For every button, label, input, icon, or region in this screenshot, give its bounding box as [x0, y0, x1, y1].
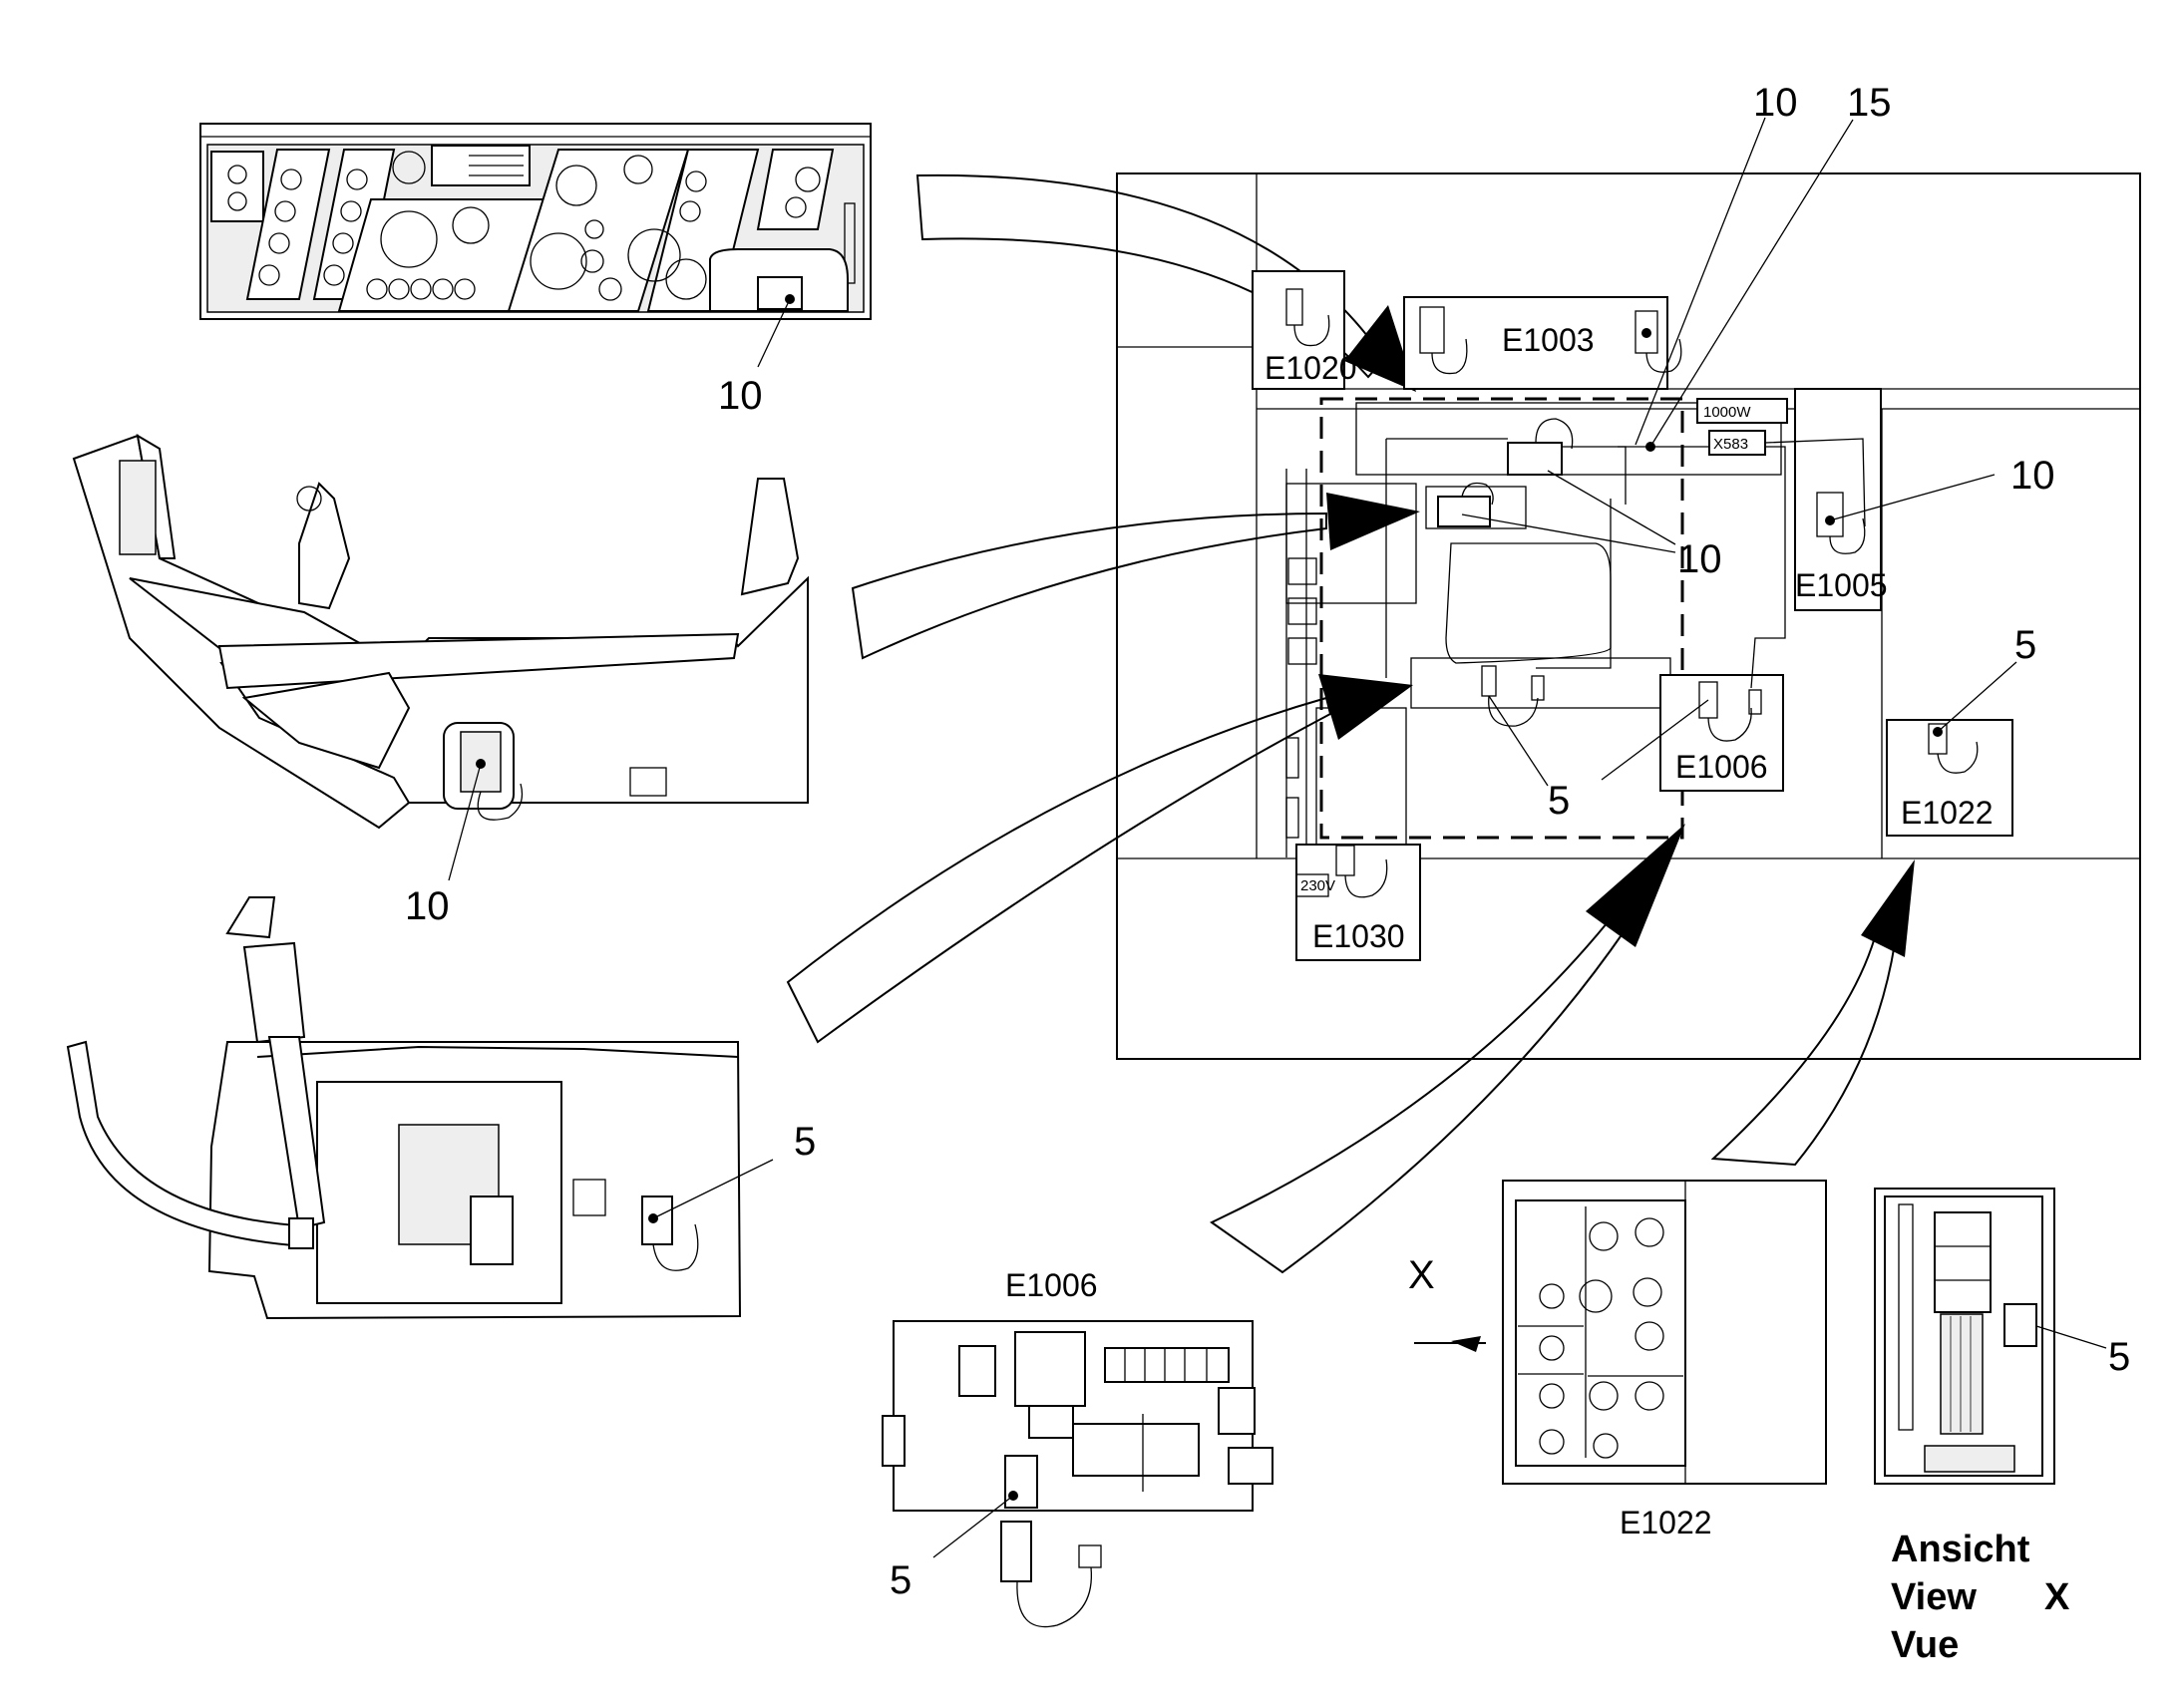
view-marker-x: X — [1408, 1253, 1435, 1297]
callout-e1022-box: 5 — [2108, 1335, 2130, 1379]
callout-layout-top-10: 10 — [1753, 81, 1798, 125]
e1020-enclosure — [1252, 270, 1345, 390]
label-1000w: 1000W — [1703, 404, 1751, 421]
view-line-vue: Vue — [1891, 1624, 1959, 1666]
pointer-arrow-seat — [851, 493, 1420, 660]
label-e1005: E1005 — [1795, 567, 1888, 603]
machine-layout-plan — [1116, 117, 2141, 1060]
view-x-illustration — [1874, 1188, 2107, 1485]
e1022-panel-illustration — [1414, 1180, 1827, 1485]
pointer-arrow-e1006 — [1210, 824, 1685, 1274]
e1030-enclosure — [1295, 844, 1421, 961]
label-230v: 230V — [1300, 877, 1335, 894]
label-e1006: E1006 — [1675, 749, 1768, 785]
e1006-enclosure — [1659, 674, 1784, 792]
seat-console-illustration — [72, 434, 809, 881]
label-e1022: E1022 — [1901, 795, 1994, 831]
e1022-enclosure — [1886, 719, 2013, 837]
callout-dashboard: 10 — [718, 374, 763, 418]
callout-e1006-panel: 5 — [890, 1558, 911, 1602]
e1003-enclosure — [1403, 296, 1682, 390]
e1005-enclosure — [1794, 388, 1882, 611]
label-x583: X583 — [1713, 436, 1748, 453]
label-e1003: E1003 — [1502, 322, 1595, 358]
callout-layout-top-15: 15 — [1847, 81, 1892, 125]
joystick-console-illustration — [66, 896, 774, 1320]
callout-layout-center-5: 5 — [1548, 779, 1570, 823]
label-e1030: E1030 — [1312, 918, 1405, 954]
e1006-panel-illustration — [882, 1320, 1273, 1628]
e1006-panel-title: E1006 — [1005, 1267, 1098, 1303]
callout-layout-center-10: 10 — [1677, 537, 1722, 581]
callout-seat-console: 10 — [405, 884, 450, 928]
callout-joystick-console: 5 — [794, 1120, 816, 1164]
callout-layout-right-10: 10 — [2010, 454, 2055, 498]
view-letter-x: X — [2044, 1576, 2070, 1618]
e1022-panel-title: E1022 — [1620, 1505, 1712, 1540]
view-line-ansicht: Ansicht — [1891, 1529, 2030, 1570]
dashboard-panel-illustration — [199, 123, 872, 368]
label-e1020: E1020 — [1265, 350, 1357, 386]
pointer-arrow-e1022 — [1710, 859, 1915, 1167]
callout-layout-right-5: 5 — [2014, 623, 2036, 667]
pointer-arrow-joystick — [786, 674, 1413, 1044]
view-line-view: View — [1891, 1576, 1977, 1618]
